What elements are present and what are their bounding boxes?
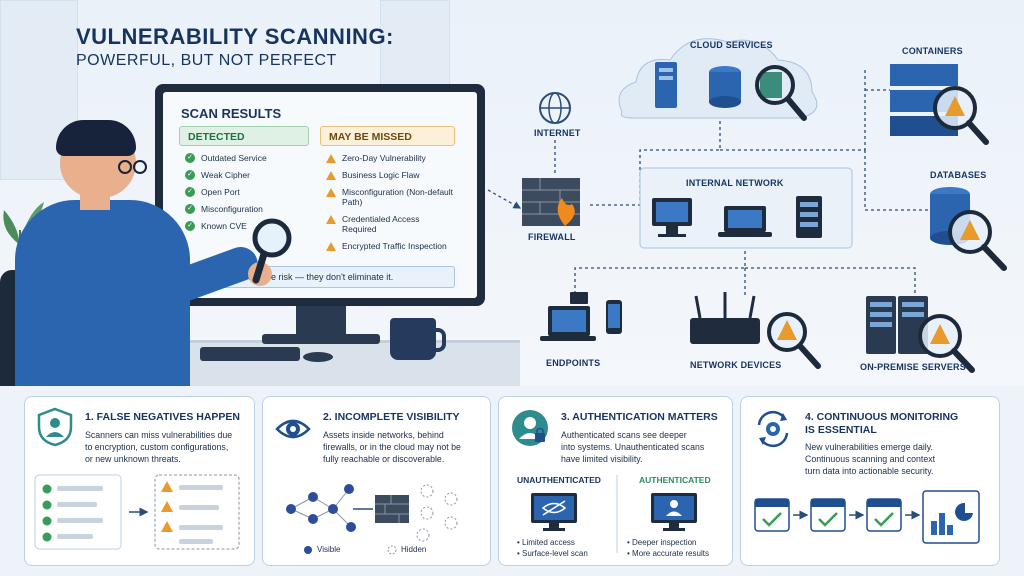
legend-hidden: Hidden [401, 545, 427, 554]
visible-legend-dot [304, 546, 312, 554]
warning-icon [326, 171, 336, 180]
detected-column: DETECTED ✓Outdated Service ✓Weak Cipher … [179, 126, 309, 231]
shield-user-icon [37, 407, 73, 447]
monitor-base [262, 334, 380, 344]
card-text-line: or new unknown threats. [85, 454, 181, 464]
card-continuous-monitoring: 4. CONTINUOUS MONITORING IS ESSENTIAL Ne… [740, 396, 1000, 566]
detected-vs-missed-graphic [34, 474, 240, 550]
card-text-line: to encryption, custom configurations, [85, 442, 229, 452]
check-icon: ✓ [185, 187, 195, 197]
cloud-services-label: CLOUD SERVICES [690, 40, 773, 50]
endpoints-label: ENDPOINTS [546, 358, 601, 368]
check-icon: ✓ [185, 153, 195, 163]
containers-label: CONTAINERS [902, 46, 963, 56]
missed-item: Business Logic Flaw [320, 170, 455, 180]
auth-point: • More accurate results [627, 549, 709, 558]
auth-point: • Deeper inspection [627, 538, 697, 547]
card-text-line: turn data into actionable security. [805, 466, 934, 476]
card-text-line: Assets inside networks, behind [323, 430, 444, 440]
refresh-gear-icon [757, 410, 789, 448]
missed-item: Zero-Day Vulnerability [320, 153, 455, 163]
glasses-icon [118, 160, 147, 174]
check-icon: ✓ [185, 221, 195, 231]
divider [616, 475, 618, 553]
coffee-mug [390, 318, 446, 360]
card-title: 3. AUTHENTICATION MATTERS [561, 411, 718, 423]
missed-item: Credentialed Access Required [320, 214, 455, 234]
check-icon: ✓ [185, 204, 195, 214]
check-icon: ✓ [185, 170, 195, 180]
unauthenticated-label: UNAUTHENTICATED [517, 475, 601, 485]
warning-icon [326, 154, 336, 163]
hidden-legend-dot [387, 545, 397, 555]
monitor-hidden-icon [531, 493, 577, 531]
card-false-negatives: 1. FALSE NEGATIVES HAPPEN Scanners can m… [24, 396, 255, 566]
authenticated-label: AUTHENTICATED [639, 475, 711, 485]
databases-label: DATABASES [930, 170, 987, 180]
hero-illustration: VULNERABILITY SCANNING: POWERFUL, BUT NO… [0, 0, 1024, 386]
page-subtitle: POWERFUL, BUT NOT PERFECT [76, 52, 337, 69]
keyboard [200, 347, 300, 361]
card-text-line: firewalls, or in the cloud may not be [323, 442, 461, 452]
card-text-line: Authenticated scans see deeper [561, 430, 687, 440]
person-hair [56, 120, 136, 156]
warning-icon [326, 215, 336, 224]
legend-visible: Visible [317, 545, 341, 554]
warning-icon [326, 188, 336, 197]
card-title: 2. INCOMPLETE VISIBILITY [323, 411, 460, 423]
card-title-line2: IS ESSENTIAL [805, 424, 877, 436]
monitor-user-icon [651, 493, 697, 531]
missed-header: MAY BE MISSED [320, 126, 455, 146]
visibility-graphic [286, 484, 458, 542]
card-text-line: Scanners can miss vulnerabilities due [85, 430, 233, 440]
mouse [303, 352, 333, 362]
card-title-line1: 4. CONTINUOUS MONITORING [805, 411, 959, 423]
card-incomplete-visibility: 2. INCOMPLETE VISIBILITY Assets inside n… [262, 396, 491, 566]
card-text-line: New vulnerabilities emerge daily. [805, 442, 933, 452]
detected-item: ✓Outdated Service [179, 153, 309, 163]
network-diagram [487, 38, 1007, 373]
unauth-point: • Limited access [517, 538, 575, 547]
on-premise-servers-label: ON-PREMISE SERVERS [860, 362, 966, 372]
detected-header: DETECTED [179, 126, 309, 146]
internet-label: INTERNET [534, 128, 581, 138]
card-title: 1. FALSE NEGATIVES HAPPEN [85, 411, 241, 423]
card-text-line: Continuous scanning and context [805, 454, 936, 464]
internal-network-label: INTERNAL NETWORK [686, 178, 784, 188]
card-text-line: into systems. Unauthenticated scans [561, 442, 705, 452]
detected-item: ✓Weak Cipher [179, 170, 309, 180]
missed-column: MAY BE MISSED Zero-Day Vulnerability Bus… [320, 126, 455, 251]
card-authentication: 3. AUTHENTICATION MATTERS Authenticated … [498, 396, 733, 566]
card-text-line: fully reachable or discoverable. [323, 454, 445, 464]
page-title: VULNERABILITY SCANNING: [76, 24, 394, 49]
missed-item: Misconfiguration (Non-default Path) [320, 187, 455, 207]
firewall-label: FIREWALL [528, 232, 576, 242]
monitoring-timeline-graphic [754, 490, 980, 544]
unauth-point: • Surface-level scan [517, 549, 588, 558]
missed-item: Encrypted Traffic Inspection [320, 241, 455, 251]
detected-item: ✓Known CVE [179, 221, 309, 231]
user-lock-icon [512, 410, 548, 446]
detected-item: ✓Open Port [179, 187, 309, 197]
scan-results-title: SCAN RESULTS [181, 106, 282, 121]
monitor-stand [296, 306, 346, 336]
eye-icon [275, 419, 311, 439]
warning-icon [326, 242, 336, 251]
magnifier-icon [252, 218, 292, 284]
detected-item: ✓Misconfiguration [179, 204, 309, 214]
network-devices-label: NETWORK DEVICES [690, 360, 782, 370]
card-text-line: have limited visibility. [561, 454, 643, 464]
